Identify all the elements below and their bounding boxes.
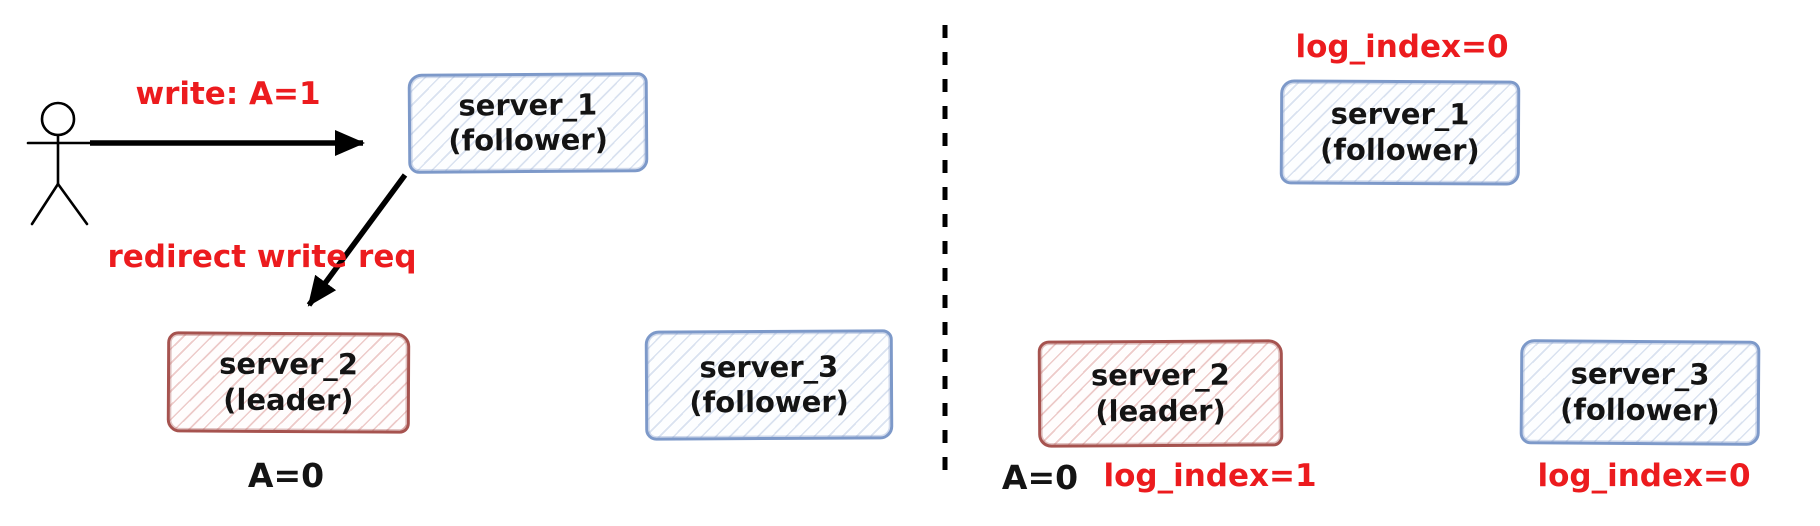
server-role: (follower) [1559,391,1720,428]
server3-log-index-label: log_index=0 [1537,458,1751,494]
server-role: (follower) [1320,132,1480,167]
server1-follower-box-right: server_1 (follower) [1279,79,1521,186]
server-name: server_3 [1570,356,1710,392]
server-name: server_1 [458,87,598,123]
server3-follower-box-right: server_3 (follower) [1519,339,1761,446]
server-role: (follower) [689,384,849,420]
server-name: server_2 [1090,357,1230,393]
server3-follower-box-left: server_3 (follower) [644,329,894,441]
server2-log-index-label: log_index=1 [1103,458,1317,494]
server1-log-index-label: log_index=0 [1295,29,1509,65]
server-name: server_2 [219,346,359,382]
server1-follower-box-left: server_1 (follower) [407,72,649,174]
write-request-label: write: A=1 [135,76,321,112]
server2-leader-box-left: server_2 (leader) [166,331,411,434]
server-name: server_3 [699,349,839,384]
server2-value-label-left: A=0 [247,456,325,495]
server2-leader-box-right: server_2 (leader) [1037,339,1284,448]
server-name: server_1 [1330,96,1470,132]
redirect-request-label: redirect write req [107,239,417,275]
person-icon [26,101,94,226]
server-role: (leader) [1095,393,1226,428]
server2-value-label-right: A=0 [1001,458,1079,497]
server-role: (leader) [223,382,354,417]
server-role: (follower) [448,122,609,158]
